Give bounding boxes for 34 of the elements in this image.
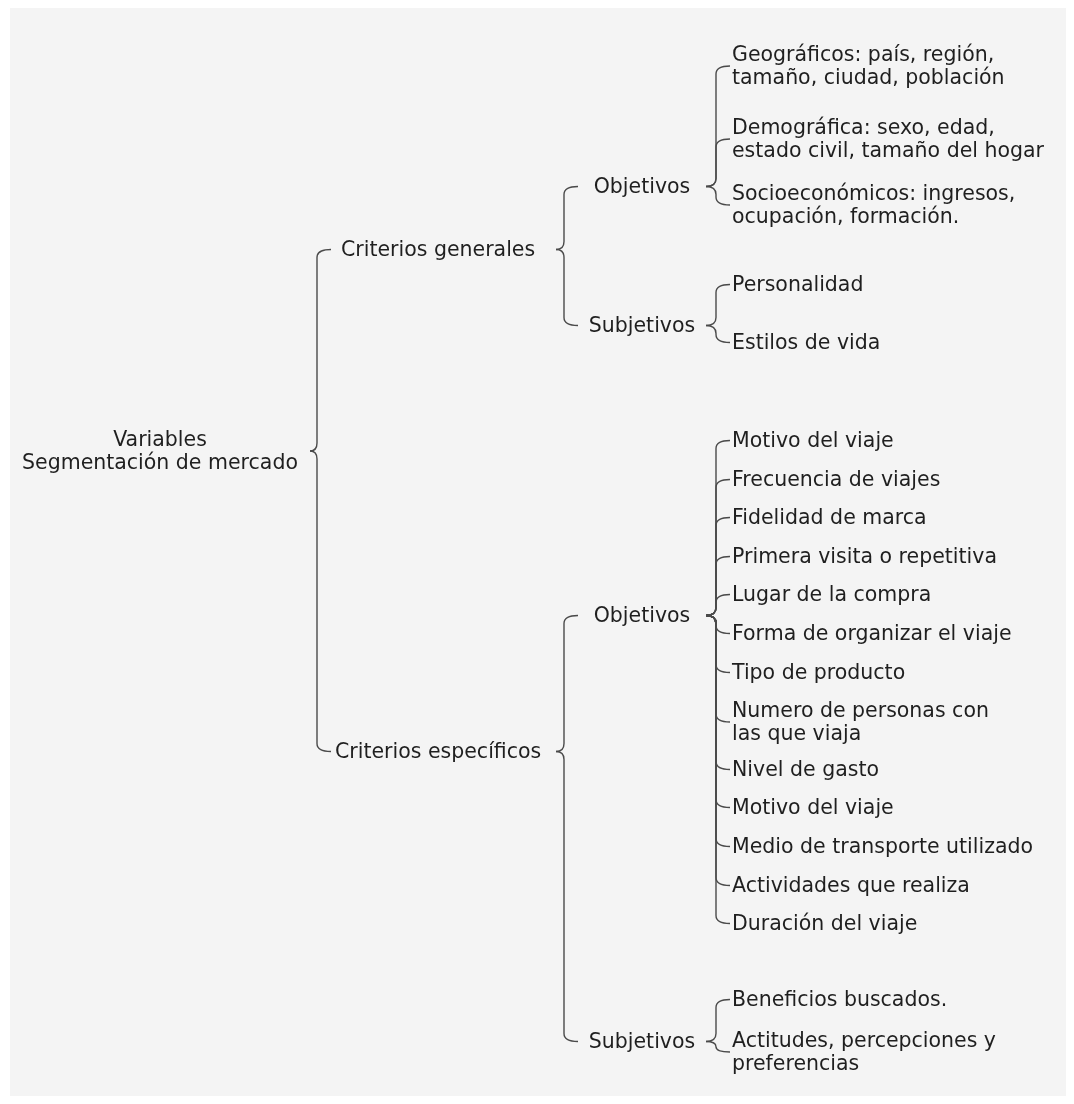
category-label: Beneficios buscados.	[730, 988, 1060, 1011]
category-label: Numero de personas con las que viaja	[730, 699, 1018, 745]
category-label: Lugar de la compra	[730, 583, 1065, 606]
category-label: Motivo del viaje	[730, 429, 1065, 452]
category-label: Subjetivos	[578, 1030, 706, 1053]
category-label: Primera visita o repetitiva	[730, 545, 1065, 568]
category-label: Variables Segmentación de mercado	[10, 428, 310, 474]
category-label: Objetivos	[578, 604, 706, 627]
brace-connector	[309, 450, 332, 753]
category-label: Actitudes, percepciones y preferencias	[730, 1029, 1022, 1075]
brace-connector	[555, 248, 579, 327]
category-label: Criterios generales	[331, 238, 556, 261]
brace-connector	[705, 1040, 731, 1053]
category-label: Actividades que realiza	[730, 874, 1065, 897]
category-label: Subjetivos	[578, 314, 706, 337]
category-label: Criterios específicos	[331, 740, 556, 763]
category-label: Tipo de producto	[730, 661, 1065, 684]
category-label: Medio de transporte utilizado	[730, 835, 1065, 858]
category-label: Frecuencia de viajes	[730, 468, 1065, 491]
category-label: Nivel de gasto	[730, 758, 1065, 781]
brace-connector	[705, 185, 731, 206]
brace-connector	[555, 185, 579, 251]
category-label: Estilos de vida	[730, 331, 1060, 354]
category-label: Socioeconómicos: ingresos, ocupación, formación.	[730, 182, 1030, 228]
category-label: Duración del viaje	[730, 912, 1065, 935]
category-label: Personalidad	[730, 273, 1060, 296]
brace-connector	[555, 750, 579, 1043]
brace-connector	[705, 324, 731, 344]
category-label: Motivo del viaje	[730, 796, 1065, 819]
category-label: Demográfica: sexo, edad, estado civil, tamaño del hogar	[730, 116, 1052, 162]
category-label: Objetivos	[578, 175, 706, 198]
category-label: Geográficos: país, región, tamaño, ciudad, población	[730, 43, 1030, 89]
category-label: Fidelidad de marca	[730, 506, 1065, 529]
category-label: Forma de organizar el viaje	[730, 622, 1065, 645]
